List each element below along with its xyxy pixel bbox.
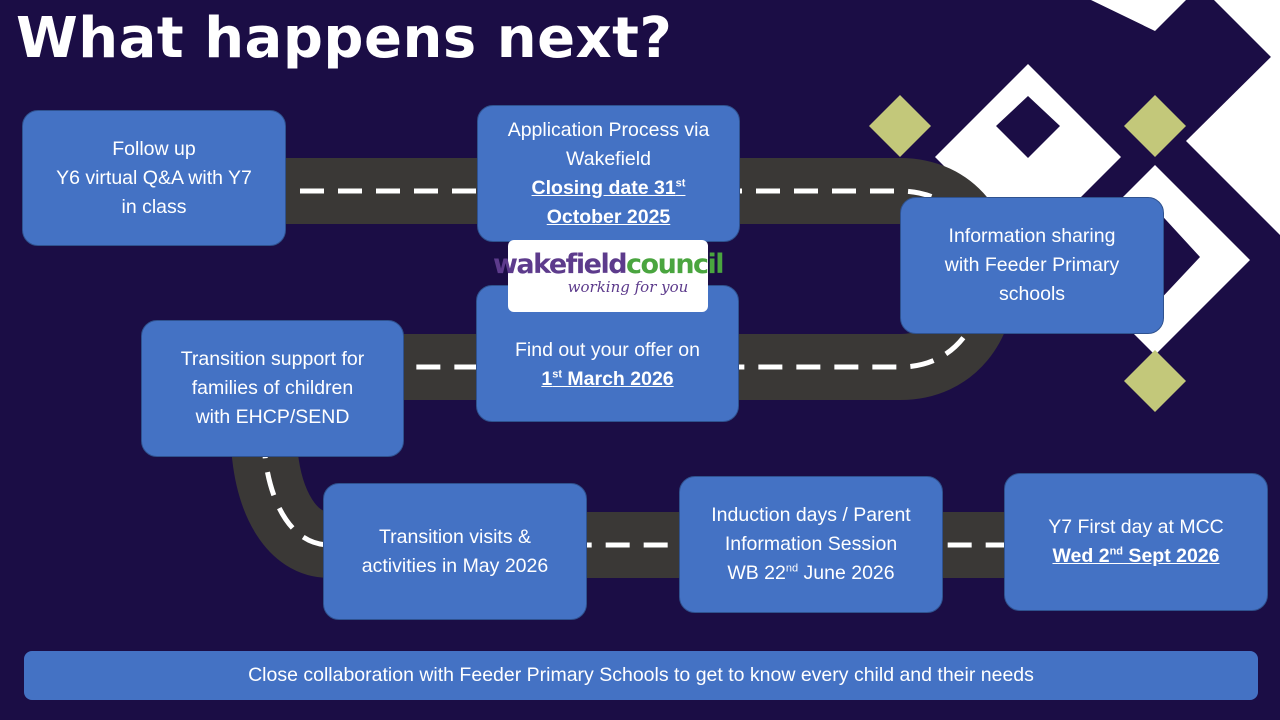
step-text: with Feeder Primary: [944, 254, 1120, 276]
step-text: Y7 First day at MCC: [1048, 516, 1224, 538]
step-information-sharing: Information sharing with Feeder Primary …: [900, 197, 1164, 334]
step-text: in class: [121, 195, 187, 218]
step-transition-support: Transition support for families of child…: [141, 320, 404, 457]
closing-date-month: October 2025: [546, 205, 671, 228]
step-text: Find out your offer on: [514, 338, 700, 361]
first-day-date: Wed 2nd Sept 2026: [1052, 545, 1220, 567]
page-title: What happens next?: [16, 6, 673, 71]
step-text: Application Process via: [507, 118, 710, 141]
step-text: activities in May 2026: [361, 554, 549, 577]
step-text: Information sharing: [948, 225, 1116, 247]
step-text: families of children: [191, 377, 354, 399]
diamond-outline-top: [935, 0, 1186, 250]
step-induction-days: Induction days / Parent Information Sess…: [679, 476, 943, 613]
step-text: Transition visits &: [378, 525, 532, 548]
step-text: Y6 virtual Q&A with Y7: [56, 166, 252, 189]
step-text: Follow up: [112, 137, 196, 160]
wakefield-council-logo: wakefieldcouncil working for you: [493, 240, 725, 312]
step-text: Wakefield: [566, 147, 651, 170]
diamond-large-right: [1186, 48, 1280, 235]
closing-date: Closing date 31st: [531, 176, 686, 199]
step-text: Transition support for: [180, 348, 365, 370]
diamond-green-2: [1124, 95, 1186, 157]
step-text: Information Session: [724, 533, 898, 555]
step-text: with EHCP/SEND: [195, 406, 350, 428]
step-application-process: Application Process via Wakefield Closin…: [477, 105, 740, 242]
offer-date: 1st March 2026: [541, 367, 674, 390]
step-transition-visits: Transition visits & activities in May 20…: [323, 483, 587, 620]
diamond-white-top-right: [1214, 0, 1280, 66]
induction-date: WB 22nd June 2026: [727, 562, 895, 584]
step-follow-up: Follow up Y6 virtual Q&A with Y7 in clas…: [22, 110, 286, 246]
step-text: Induction days / Parent: [711, 504, 911, 526]
logo-tagline: working for you: [567, 278, 689, 296]
step-text: schools: [998, 283, 1066, 305]
logo-wordmark: wakefieldcouncil: [492, 249, 725, 280]
footer-banner: Close collaboration with Feeder Primary …: [24, 651, 1258, 700]
diamond-green-1: [869, 95, 931, 157]
diamond-green-3: [1124, 350, 1186, 412]
step-first-day: Y7 First day at MCC Wed 2nd Sept 2026: [1004, 473, 1268, 611]
